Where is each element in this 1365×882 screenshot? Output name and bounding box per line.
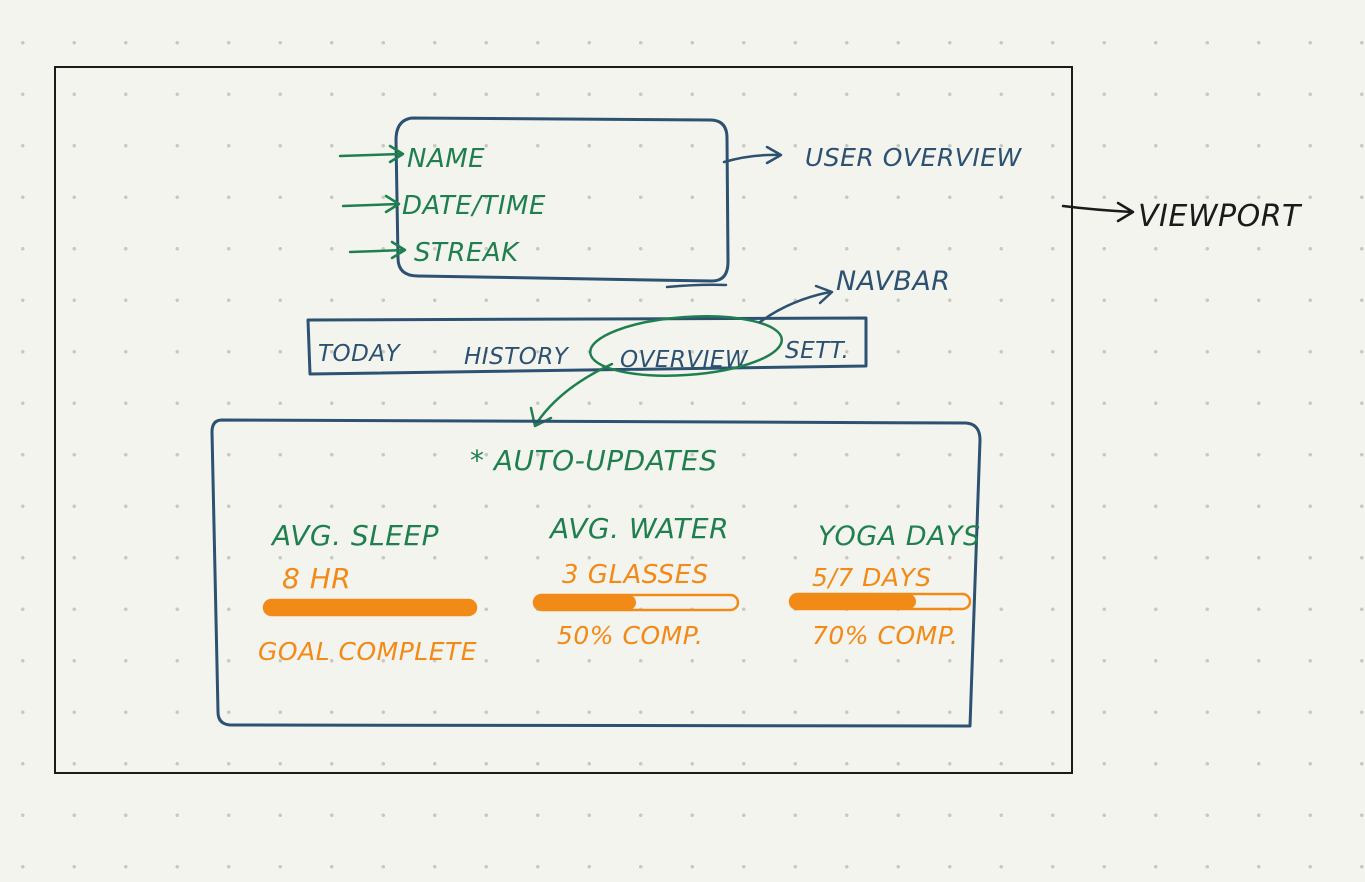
- stat-value: 5/7 DAYS: [812, 563, 932, 592]
- nav-item-today[interactable]: TODAY: [318, 341, 402, 367]
- user-overview-label: USER OVERVIEW: [805, 143, 1022, 172]
- progress-fill: [534, 595, 636, 610]
- stat-caption: 50% COMP.: [557, 621, 703, 650]
- stat-title: AVG. WATER: [548, 512, 729, 545]
- viewport-label: VIEWPORT: [1138, 199, 1303, 234]
- overview-content-box: [210, 418, 982, 728]
- progress-fill: [264, 600, 476, 615]
- user-field-date-time: DATE/TIME: [402, 191, 546, 221]
- stat-title: AVG. SLEEP: [270, 519, 439, 552]
- navbar-arrow: [758, 284, 834, 324]
- user-field-streak: STREAK: [414, 238, 520, 268]
- stat-caption: GOAL COMPLETE: [258, 637, 477, 666]
- name-arrow: [338, 144, 405, 164]
- stat-card-sleep: AVG. SLEEP 8 HR GOAL COMPLETE: [258, 519, 478, 666]
- streak-arrow: [348, 240, 407, 260]
- auto-updates-label: * AUTO-UPDATES: [470, 444, 717, 477]
- overview-highlight: [588, 315, 784, 377]
- navbar-box: [306, 316, 868, 376]
- overview-content-arrow: [529, 362, 614, 428]
- date-time-arrow: [341, 194, 401, 214]
- stat-card-yoga: YOGA DAYS 5/7 DAYS 70% COMP.: [788, 521, 981, 650]
- user-overview-box: [394, 116, 730, 283]
- nav-item-settings[interactable]: SETT.: [785, 338, 849, 364]
- nav-item-history[interactable]: HISTORY: [464, 344, 570, 370]
- stat-title: YOGA DAYS: [818, 521, 981, 552]
- stat-value: 8 HR: [282, 562, 351, 595]
- viewport-arrow: [1061, 204, 1134, 214]
- user-box-stroke: [665, 283, 728, 289]
- progress-fill: [790, 594, 916, 609]
- viewport-arrow-head: [1116, 201, 1135, 223]
- user-field-name: NAME: [407, 144, 485, 174]
- stat-value: 3 GLASSES: [562, 560, 709, 590]
- user-overview-arrow: [722, 145, 783, 165]
- navbar-label: NAVBAR: [836, 266, 951, 297]
- stat-card-water: AVG. WATER 3 GLASSES 50% COMP.: [532, 512, 740, 650]
- viewport-frame: [54, 66, 1073, 774]
- stat-caption: 70% COMP.: [812, 621, 958, 650]
